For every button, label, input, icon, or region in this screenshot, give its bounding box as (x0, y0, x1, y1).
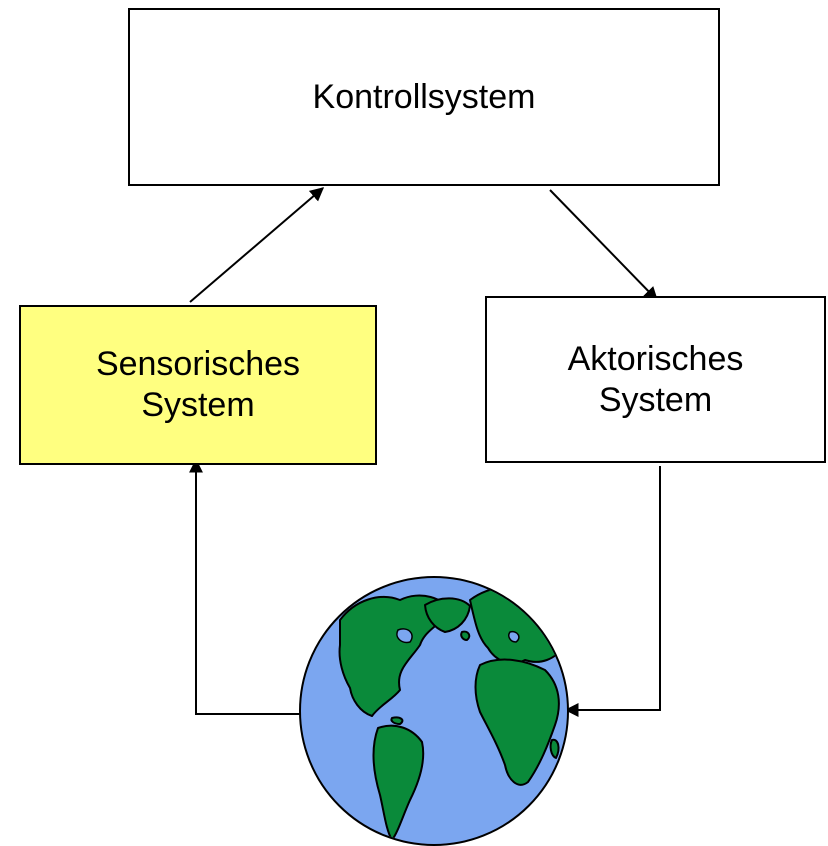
sensory-system-box: Sensorisches System (19, 305, 377, 465)
lake-hudson (396, 628, 413, 644)
sensory-system-label-line1: Sensorisches (95, 345, 301, 384)
control-system-box: Kontrollsystem (128, 8, 720, 186)
continent-north-america (338, 594, 451, 717)
actuator-system-label-line2: System (598, 380, 713, 419)
actuator-system-label-line1: Aktorisches (567, 339, 744, 378)
sensory-system-label-line2: System (141, 386, 255, 424)
arrow-sensor-to-control (189, 187, 325, 303)
globe-icon (299, 576, 569, 846)
island-madagascar (549, 738, 560, 759)
island-caribbean (390, 716, 404, 725)
continent-africa (474, 658, 560, 786)
continent-greenland (424, 597, 471, 633)
lake-caspian (508, 630, 520, 643)
continent-south-america (372, 724, 425, 841)
arrow-control-to-actor (549, 189, 658, 302)
arrow-actor-to-world (564, 466, 661, 717)
control-system-label: Kontrollsystem (312, 77, 536, 116)
arrow-world-to-sensor (189, 458, 300, 715)
actuator-system-box: Aktorisches System (485, 296, 826, 463)
island-iceland (460, 630, 471, 641)
